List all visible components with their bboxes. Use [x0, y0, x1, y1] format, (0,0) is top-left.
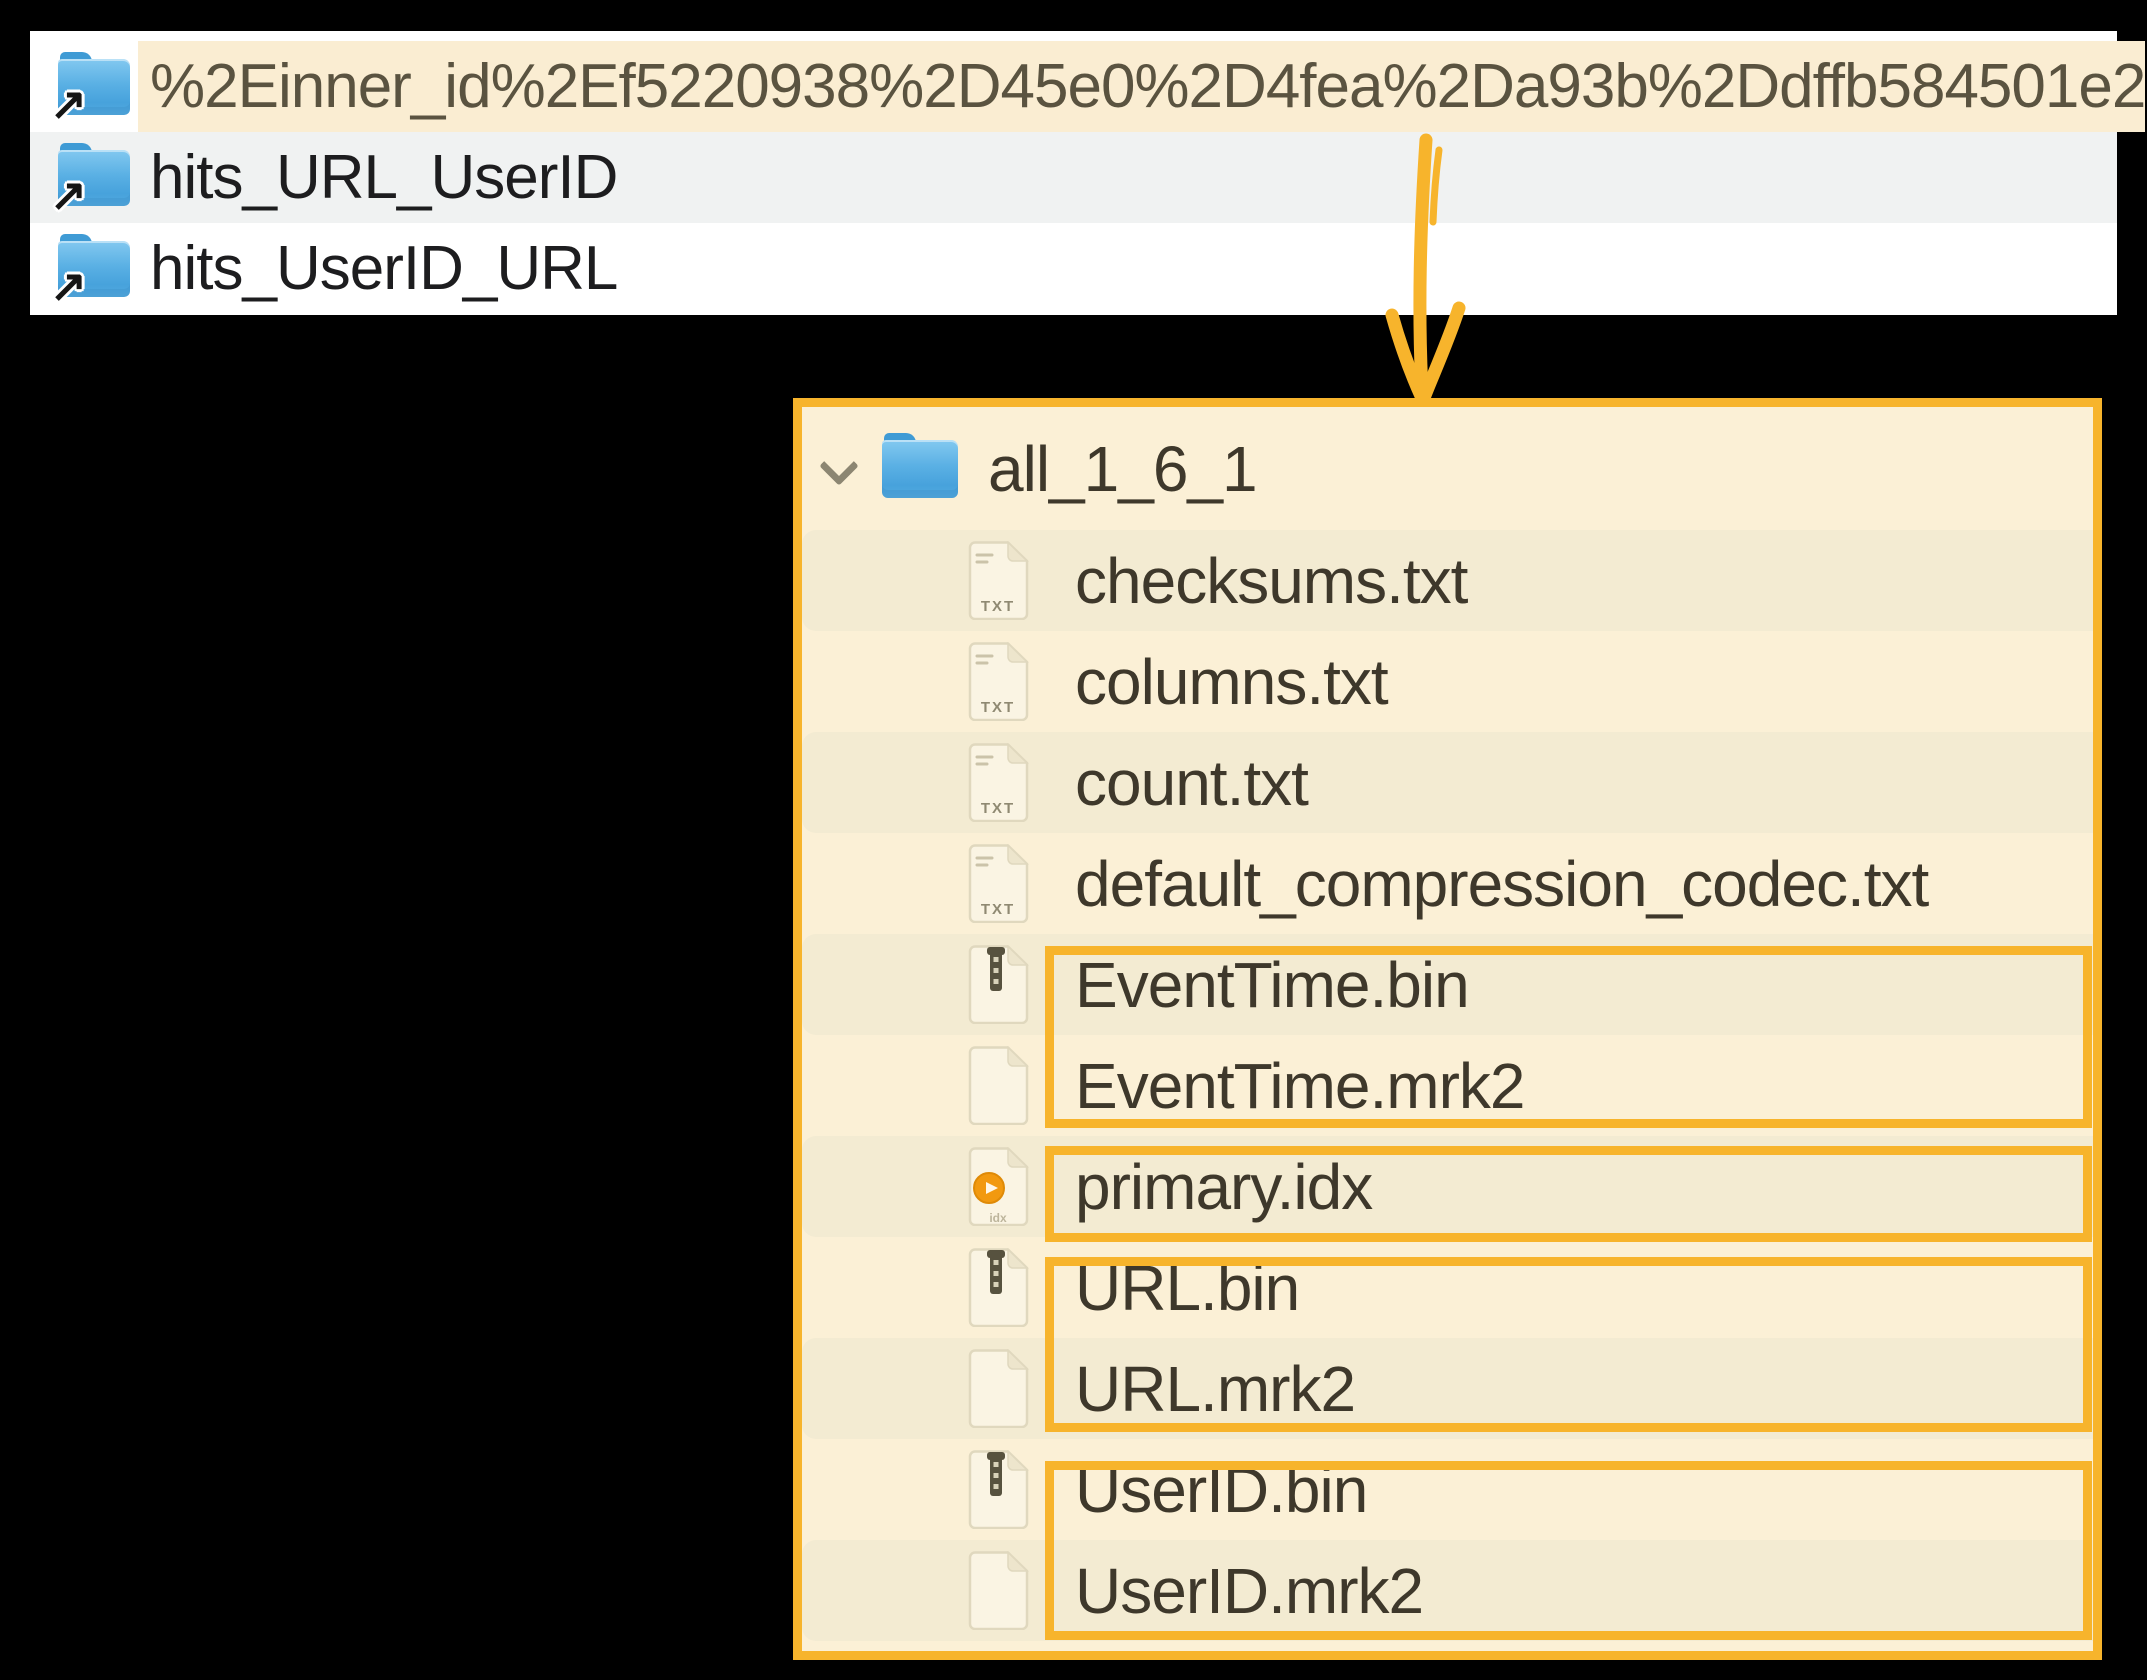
tree-row[interactable]: EventTime.mrk2: [802, 1035, 2093, 1136]
bin-file-icon: [967, 1247, 1030, 1328]
txt-label: TXT: [981, 901, 1015, 918]
alias-arrow-badge: ↗: [50, 170, 87, 220]
mrk2-file-icon: [967, 1045, 1030, 1126]
txt-file-icon: TXT: [967, 843, 1030, 924]
list-item-name-cell: %2Einner_id%2Ef5220938%2D45e0%2D4fea%2Da…: [138, 41, 2146, 132]
folder-body: [58, 149, 130, 206]
tree-row[interactable]: URL.mrk2: [802, 1338, 2093, 1439]
part-contents-panel: all_1_6_1 TXT checksums.txt TXT columns.…: [793, 398, 2102, 1660]
txt-file-icon: TXT: [967, 641, 1030, 722]
tree-row[interactable]: idx primary.idx: [802, 1136, 2093, 1237]
txt-file-icon: TXT: [967, 742, 1030, 823]
bin-file-icon: [967, 944, 1030, 1025]
txt-label: TXT: [981, 598, 1015, 615]
mrk2-file-icon: [967, 1550, 1030, 1631]
folder-body: [882, 439, 958, 498]
folder-body: [58, 58, 130, 115]
list-item-name-cell: hits_UserID_URL: [150, 234, 618, 303]
alias-arrow-badge: ↗: [50, 261, 87, 311]
folder-alias-icon: ↗: [50, 233, 130, 308]
bin-file-icon: [967, 1449, 1030, 1530]
tree-row[interactable]: UserID.bin: [802, 1439, 2093, 1540]
idx-file-icon: idx: [967, 1146, 1030, 1227]
folder-icon: [882, 432, 958, 498]
tree-row[interactable]: UserID.mrk2: [802, 1540, 2093, 1641]
idx-label: idx: [989, 1211, 1007, 1225]
txt-label: TXT: [981, 800, 1015, 817]
chevron-down-icon[interactable]: [820, 451, 856, 487]
txt-file-icon: TXT: [967, 540, 1030, 621]
tree-root-row[interactable]: all_1_6_1: [802, 407, 2093, 530]
tree-row[interactable]: TXT checksums.txt: [802, 530, 2093, 631]
alias-arrow-badge: ↗: [50, 79, 87, 129]
tree-row[interactable]: EventTime.bin: [802, 934, 2093, 1035]
folder-alias-icon: ↗: [50, 142, 130, 217]
folder-body: [58, 240, 130, 297]
tree-row[interactable]: TXT default_compression_codec.txt: [802, 833, 2093, 934]
tree-row[interactable]: TXT count.txt: [802, 732, 2093, 833]
list-item[interactable]: ↗ hits_URL_UserID: [30, 132, 2117, 223]
tree-row[interactable]: TXT columns.txt: [802, 631, 2093, 732]
list-item-name-cell: hits_URL_UserID: [150, 143, 618, 212]
txt-label: TXT: [981, 699, 1015, 716]
finder-list-panel: ↗ %2Einner_id%2Ef5220938%2D45e0%2D4fea%2…: [30, 31, 2146, 315]
mrk2-file-icon: [967, 1348, 1030, 1429]
list-item[interactable]: ↗ %2Einner_id%2Ef5220938%2D45e0%2D4fea%2…: [30, 41, 2146, 132]
tree-row[interactable]: URL.bin: [802, 1237, 2093, 1338]
list-item[interactable]: ↗ hits_UserID_URL: [30, 223, 2117, 314]
folder-alias-icon: ↗: [50, 51, 130, 126]
